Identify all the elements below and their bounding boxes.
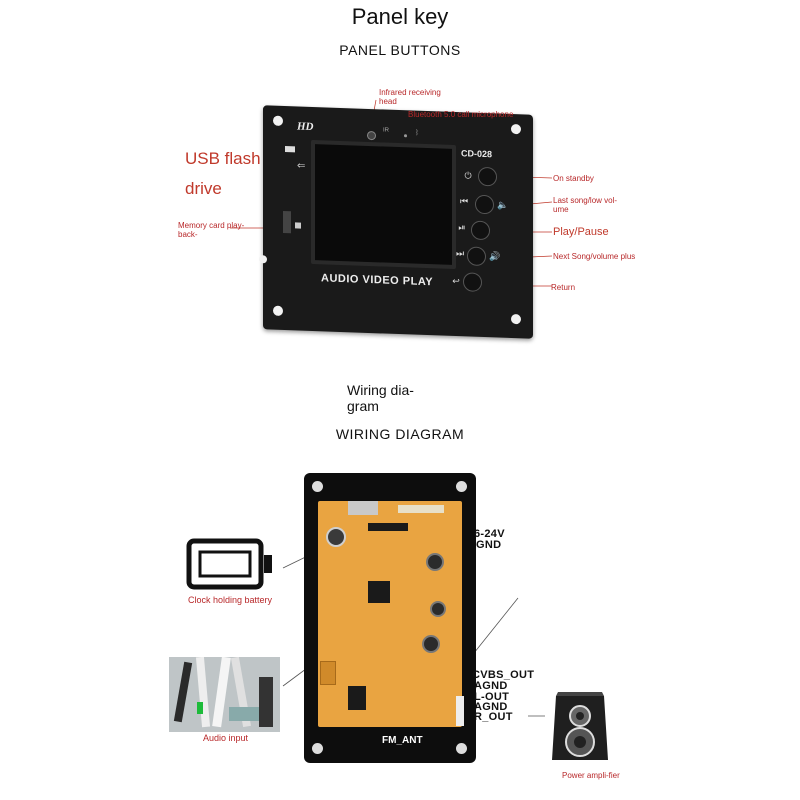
infrared-label: Infrared receiving head bbox=[379, 88, 441, 106]
ic-chip bbox=[348, 686, 366, 710]
antenna-trace bbox=[320, 661, 336, 685]
play-pause-label: Play/Pause bbox=[553, 226, 609, 238]
fm-antenna-label: FM_ANT bbox=[382, 735, 423, 746]
front-panel: HD IR ᛒ CD-028 ⇐ AUDIO VIDEO PLAY ⏻ ⏮ 🔈 … bbox=[259, 105, 533, 339]
speaker-icon bbox=[552, 692, 608, 760]
play-pause-button[interactable] bbox=[471, 220, 490, 241]
volume-up-icon: 🔊 bbox=[489, 251, 501, 262]
next-song-label: Next Song/volume plus bbox=[553, 252, 636, 261]
mounting-hole bbox=[312, 743, 323, 754]
play-pause-icon: ⏯ bbox=[458, 222, 466, 233]
wiring-subtitle: WIRING DIAGRAM bbox=[335, 426, 465, 442]
battery-icon bbox=[186, 538, 272, 590]
previous-icon: ⏮ bbox=[459, 196, 469, 207]
panel-caption: AUDIO VIDEO PLAY bbox=[321, 272, 434, 289]
power-icon: ⏻ bbox=[464, 170, 472, 181]
output-header bbox=[456, 696, 464, 726]
mounting-hole bbox=[511, 123, 521, 135]
capacitor bbox=[426, 553, 444, 571]
brand-logo: HD bbox=[297, 120, 314, 134]
memory-card-label: Memory card play-back- bbox=[178, 221, 245, 239]
page-title: Panel key bbox=[351, 4, 449, 29]
audio-input-label: Audio input bbox=[203, 733, 249, 743]
usb-connector bbox=[348, 501, 378, 515]
return-label: Return bbox=[551, 283, 576, 292]
model-label: CD-028 bbox=[461, 148, 493, 160]
agnd-label-2: AGND bbox=[474, 701, 508, 713]
power-label: 6-24V bbox=[474, 528, 505, 540]
pcb bbox=[318, 501, 464, 727]
power-amplifier-label: Power ampli-fier bbox=[562, 771, 620, 780]
page-subtitle: PANEL BUTTONS bbox=[339, 42, 461, 58]
ic-chip bbox=[368, 581, 390, 603]
ic-chip bbox=[368, 523, 408, 531]
standby-label: On standby bbox=[553, 174, 594, 183]
mounting-hole bbox=[511, 313, 521, 325]
capacitor bbox=[430, 601, 446, 617]
usb-icon: ⇐ bbox=[297, 160, 306, 172]
mounting-hole bbox=[312, 481, 323, 492]
l-out-label: L-OUT bbox=[474, 691, 510, 703]
wiring-title: Wiring dia-gram bbox=[347, 382, 414, 414]
infrared-sensor bbox=[367, 130, 376, 141]
return-button[interactable] bbox=[463, 272, 482, 292]
lcd-screen bbox=[311, 139, 456, 270]
mounting-hole bbox=[273, 115, 283, 126]
agnd-label-1: AGND bbox=[474, 680, 508, 692]
bluetooth-label: Bluetooth 5.0 call microphone bbox=[408, 110, 514, 119]
mounting-hole bbox=[456, 743, 467, 754]
microphone-hole bbox=[404, 134, 407, 138]
usb-label: USB flash drive bbox=[185, 149, 261, 198]
memory-card-slot bbox=[283, 210, 291, 234]
cvbs-out-label: CVBS_OUT bbox=[472, 669, 535, 681]
sd-card-icon bbox=[295, 222, 301, 229]
standby-button[interactable] bbox=[478, 166, 497, 187]
ir-marker-icon: IR bbox=[383, 127, 389, 134]
circuit-board: FM_ANT bbox=[304, 473, 476, 763]
bluetooth-icon: ᛒ bbox=[415, 129, 420, 137]
audio-input-photo bbox=[169, 657, 280, 732]
battery-label: Clock holding battery bbox=[188, 595, 273, 605]
ribbon-connector bbox=[398, 505, 444, 513]
last-song-button[interactable] bbox=[475, 194, 494, 215]
usb-port bbox=[285, 146, 295, 153]
coin-battery bbox=[326, 527, 346, 547]
last-song-label: Last song/low vol-ume bbox=[553, 196, 618, 214]
next-icon: ⏭ bbox=[455, 248, 465, 259]
mounting-hole bbox=[259, 255, 267, 264]
mounting-hole bbox=[456, 481, 467, 492]
gnd-label: GND bbox=[476, 539, 502, 551]
r-out-label: R_OUT bbox=[474, 711, 513, 723]
next-song-button[interactable] bbox=[467, 246, 486, 267]
volume-down-icon: 🔈 bbox=[497, 199, 509, 210]
capacitor bbox=[422, 635, 440, 653]
mounting-hole bbox=[273, 305, 283, 316]
return-icon: ↩ bbox=[452, 275, 460, 287]
